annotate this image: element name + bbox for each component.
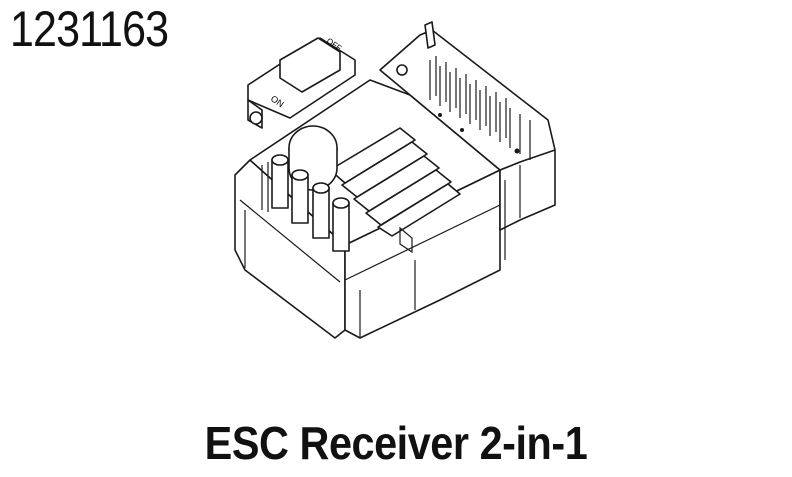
part-number: 1231163 xyxy=(10,1,169,57)
pin-header xyxy=(380,22,555,170)
power-switch: ON OFF xyxy=(248,36,355,128)
caption: ESC Receiver 2-in-1 xyxy=(204,417,588,469)
capacitors xyxy=(262,126,349,251)
